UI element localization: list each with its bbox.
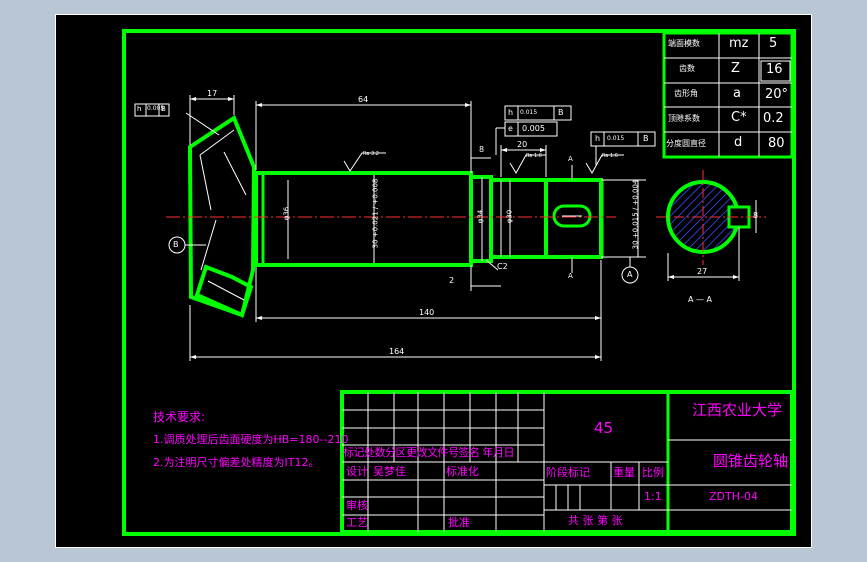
- gear-table-label-5: 分度圆直径: [666, 139, 706, 148]
- gear-table-value-1: 5: [769, 36, 778, 51]
- material: 45: [594, 419, 614, 437]
- part-name: 圆锥齿轮轴: [713, 452, 789, 470]
- dim-phi30-end: 30 +0.015 / +0.004: [631, 179, 640, 250]
- gear-table-value-2: 16: [766, 62, 783, 77]
- dimension-lines: [185, 95, 646, 361]
- roughness-symbols: [343, 152, 624, 174]
- section-mark-bottom: A: [568, 272, 573, 280]
- datum-markers: [168, 236, 639, 284]
- dim-phi30: φ30: [505, 209, 514, 224]
- dim-2: 2: [449, 276, 455, 285]
- gear-table-symbol-5: d: [734, 135, 743, 150]
- tol4-symbol: h: [595, 134, 601, 143]
- stage-mark-label: 阶段标记: [546, 466, 590, 479]
- tech-note-2: 2.为注明尺寸偏差处精度为IT12。: [153, 456, 320, 469]
- datum-b-label: B: [173, 240, 179, 249]
- dim-phi30-tol: 30 +0.021 / +0.008: [371, 178, 380, 249]
- tech-notes-heading: 技术要求:: [153, 410, 206, 424]
- dim-27: 27: [697, 267, 708, 276]
- designer-name: 吴梦佳: [373, 465, 406, 478]
- section-view-label: A — A: [688, 295, 713, 304]
- roughness-2: Ra 1.6: [526, 153, 542, 159]
- gear-table-symbol-2: Z: [731, 61, 740, 76]
- approve-label: 批准: [448, 516, 470, 529]
- gear-table-value-3: 20°: [765, 87, 789, 102]
- gear-table-label-3: 齿形角: [674, 89, 698, 98]
- tolerance-frames: [134, 103, 656, 165]
- tol1-datum: B: [161, 105, 166, 113]
- tol1-symbol: h: [137, 105, 142, 113]
- standard-label: 标准化: [446, 465, 479, 478]
- datum-a-label: A: [627, 270, 633, 279]
- dim-64: 64: [358, 95, 369, 104]
- tol4-datum: B: [643, 134, 649, 143]
- tol1-value: 0.005: [147, 105, 165, 112]
- cad-drawing: [122, 29, 796, 536]
- tol3-value: 0.005: [522, 124, 545, 133]
- gear-table-value-5: 80: [768, 136, 785, 151]
- sheet-count: 共 张 第 张: [568, 514, 623, 527]
- tol2-datum: B: [558, 108, 564, 117]
- gear-parameter-table: [662, 31, 794, 159]
- tol3-symbol: e: [508, 124, 513, 133]
- revision-header-row: 标记处数分区更改文件号签名 年月日: [343, 446, 515, 459]
- bevel-gear-outline: [187, 114, 257, 318]
- dim-140: 140: [419, 308, 435, 317]
- tech-note-1: 1.调质处理后齿面硬度为HB=180--210: [153, 433, 349, 446]
- tol2-symbol: h: [508, 108, 514, 117]
- section-mark-top: A: [568, 155, 573, 163]
- arrowheads: [190, 97, 739, 359]
- dim-section-8: 8: [753, 211, 759, 220]
- school-name: 江西农业大学: [692, 401, 783, 419]
- gear-table-value-4: 0.2: [763, 111, 784, 126]
- dim-phi34: φ34: [476, 209, 485, 224]
- dim-20: 20: [517, 140, 528, 149]
- dim-phi36: φ36: [282, 206, 291, 221]
- weight-label: 重量: [613, 466, 635, 479]
- roughness-1: Ra 3.2: [363, 151, 379, 157]
- dim-8: 8: [479, 145, 485, 154]
- gear-table-symbol-1: mz: [729, 36, 749, 51]
- scale-label: 比例: [642, 466, 664, 479]
- process-label: 工艺: [346, 516, 368, 529]
- gear-table-label-1: 端面模数: [668, 39, 700, 48]
- cad-viewport[interactable]: 端面模数 mz 5 齿数 Z 16 齿形角 a 20° 顶隙系数 C* 0.2 …: [55, 14, 812, 548]
- tol4-value: 0.015: [607, 135, 625, 142]
- gear-table-label-2: 齿数: [679, 64, 695, 73]
- dim-164: 164: [389, 347, 405, 356]
- dim-17: 17: [207, 89, 218, 98]
- tol2-value: 0.015: [520, 109, 538, 116]
- roughness-3: Ra 1.6: [602, 153, 618, 159]
- gear-table-symbol-4: C*: [731, 110, 747, 125]
- design-label: 设计: [346, 465, 368, 478]
- dim-c2: C2: [497, 262, 508, 271]
- drawing-number: ZDTH-04: [709, 490, 758, 503]
- title-block: [340, 390, 794, 534]
- gear-table-symbol-3: a: [733, 86, 741, 101]
- gear-table-label-4: 顶隙系数: [668, 114, 700, 123]
- scale-value: 1:1: [644, 490, 662, 503]
- shaft-body: [254, 171, 604, 267]
- section-view-a-a: [656, 170, 766, 281]
- review-label: 审核: [346, 499, 368, 512]
